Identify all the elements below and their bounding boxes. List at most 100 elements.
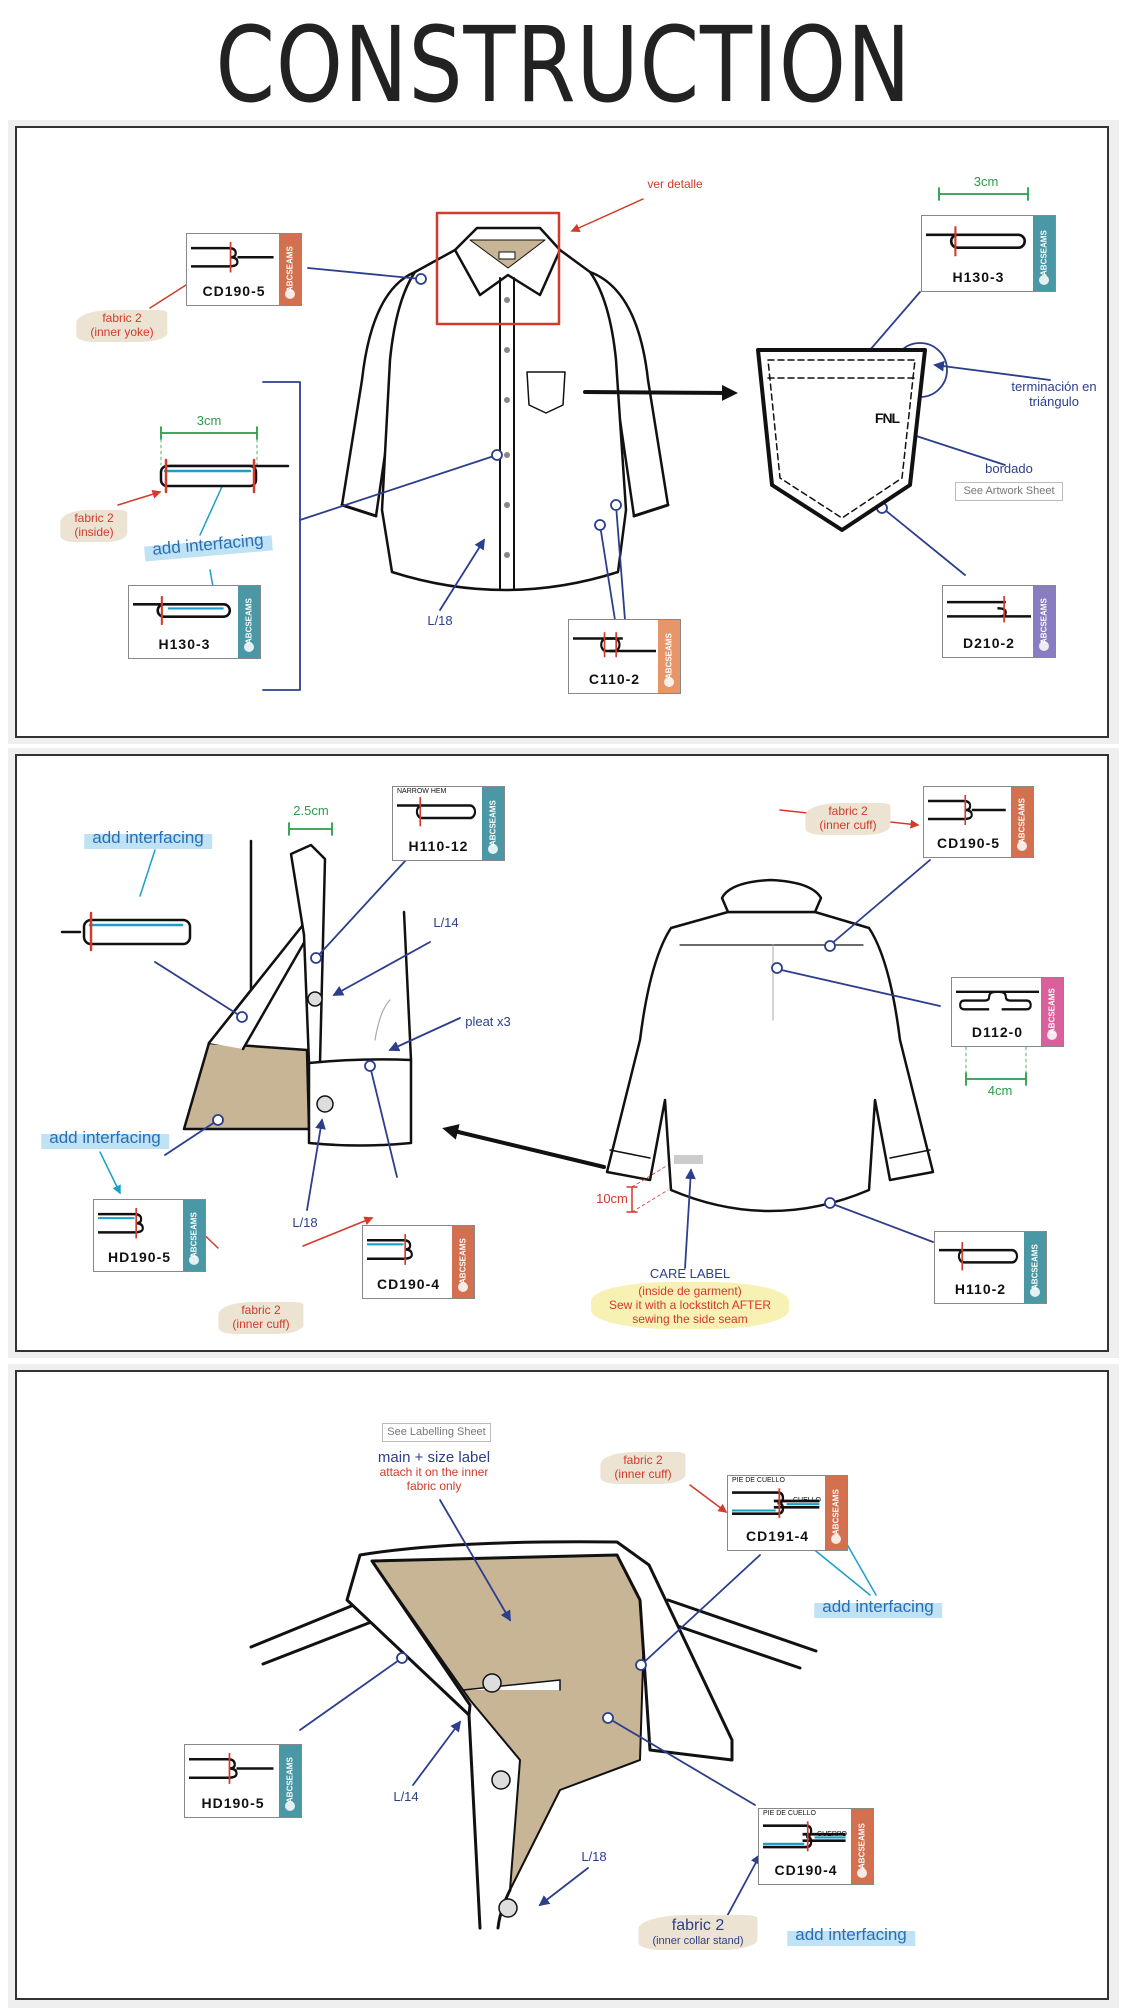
cuff-seam-diagram: [60, 911, 192, 952]
cuff-detail-drawing: [182, 839, 413, 1147]
note-line: fabric 2: [241, 1303, 281, 1317]
brand-strip: ABCSEAMS: [279, 1745, 301, 1817]
brand-label: ABCSEAMS: [1039, 597, 1049, 644]
seam-fell-interfaced-icon: [98, 1208, 144, 1239]
brand-strip: ABCSEAMS: [1041, 978, 1063, 1046]
panel-collar: [15, 1370, 1109, 2000]
care-label-note: CARE LABEL (inside de garment)Sew it wit…: [590, 1266, 790, 1330]
brand-strip: ABCSEAMS: [238, 586, 260, 658]
seam-code: D210-2: [963, 635, 1015, 651]
dimension-label: 3cm: [973, 174, 999, 189]
seam-card: H130-3 ABCSEAMS: [128, 585, 261, 659]
brand-strip: ABCSEAMS: [1033, 586, 1055, 657]
stitch-density-label: L/18: [292, 1215, 318, 1230]
note-line: terminación en: [1011, 379, 1097, 394]
dimension-4cm: [965, 1046, 1027, 1086]
add-interfacing-note: add interfacing: [84, 826, 212, 849]
note-text: add interfacing: [814, 1595, 942, 1618]
brand-label: ABCSEAMS: [285, 1757, 295, 1803]
see-labelling-sheet-link[interactable]: See Labelling Sheet: [382, 1423, 491, 1442]
brand-label: ABCSEAMS: [244, 598, 254, 644]
brand-logo-icon: [1039, 641, 1049, 651]
brand-label: ABCSEAMS: [857, 1822, 867, 1869]
add-interfacing-note: add interfacing: [787, 1923, 915, 1946]
fabric2-inner-collar-stand-note: fabric 2(inner collar stand): [638, 1915, 758, 1951]
brand-label: ABCSEAMS: [189, 1211, 199, 1258]
stitch-density-label: L/14: [433, 915, 459, 930]
note-line: (inner cuff): [232, 1316, 290, 1331]
brand-label: ABCSEAMS: [285, 245, 295, 292]
add-interfacing-note: add interfacing: [814, 1595, 942, 1618]
page-title: CONSTRUCTION: [215, 4, 912, 126]
brand-strip: ABCSEAMS: [851, 1809, 873, 1884]
brand-logo-icon: [244, 642, 254, 652]
seam-hem-icon: [397, 797, 477, 827]
seam-sub-label: CUELLO: [792, 1497, 821, 1505]
seam-fell-icon: [189, 1753, 274, 1784]
note-line: fabric 2: [623, 1453, 663, 1467]
note-line: fabric only: [406, 1479, 462, 1494]
brand-logo-icon: [189, 1255, 199, 1265]
note-line: (inside de garment): [638, 1283, 742, 1298]
dimension-label: 4cm: [987, 1083, 1013, 1098]
seam-code: HD190-5: [201, 1795, 265, 1811]
note-line: (inner collar stand): [652, 1935, 744, 1948]
seam-code: H130-3: [158, 636, 211, 652]
brand-label: ABCSEAMS: [1047, 988, 1057, 1034]
care-label-title: CARE LABEL: [649, 1266, 731, 1281]
brand-strip: ABCSEAMS: [825, 1476, 847, 1550]
seam-fell-icon: [191, 242, 274, 273]
note-line: fabric 2: [671, 1917, 725, 1934]
collar-detail-drawing: [249, 1540, 818, 1930]
seam-hem-interfaced-icon: [133, 596, 232, 625]
brand-label: ABCSEAMS: [1039, 229, 1049, 276]
interfacing-seam-diagram: [159, 458, 290, 494]
seam-code: D112-0: [971, 1024, 1024, 1040]
brand-strip: ABCSEAMS: [482, 787, 504, 860]
note-text: add interfacing: [787, 1923, 915, 1946]
seam-lap-icon: [573, 632, 656, 658]
seam-fell-interfaced-icon: [367, 1234, 413, 1265]
seam-sub-label: CUERPO: [817, 1830, 847, 1838]
note-line: fabric 2: [828, 804, 868, 818]
seam-code: H110-2: [954, 1281, 1007, 1297]
seam-sub-label: PIE DE CUELLO: [763, 1810, 816, 1817]
brand-strip: ABCSEAMS: [183, 1200, 205, 1271]
note-line: Sew it with a lockstitch AFTER: [608, 1297, 772, 1312]
add-interfacing-note: add interfacing: [41, 1126, 169, 1149]
fabric2-inner-cuff-note: fabric 2(inner cuff): [218, 1302, 304, 1334]
dimension-label: 3cm: [196, 413, 222, 428]
brand-strip: ABCSEAMS: [658, 620, 680, 693]
stitch-density-label: L/18: [581, 1849, 607, 1864]
dimension-label: 10cm: [596, 1191, 628, 1206]
brand-label: ABCSEAMS: [831, 1489, 841, 1535]
brand-label: ABCSEAMS: [1017, 798, 1027, 844]
ver-detalle-note: ver detalle: [647, 177, 703, 191]
note-line: fabric 2: [74, 511, 114, 525]
seam-fell-icon: [928, 795, 1006, 825]
seam-collar-icon: [732, 1488, 820, 1518]
note-line: (inner cuff): [819, 817, 877, 832]
note-line: (inner yoke): [90, 324, 154, 339]
seam-card: D210-2 ABCSEAMS: [942, 585, 1056, 658]
brand-logo-icon: [1039, 275, 1049, 285]
brand-strip: ABCSEAMS: [452, 1226, 474, 1298]
dimension-3cm-left: [160, 426, 258, 466]
care-label-instructions: (inside de garment)Sew it with a locksti…: [590, 1281, 790, 1330]
fabric2-inner-yoke-note: fabric 2(inner yoke): [76, 310, 168, 342]
seam-card: HD190-5 ABCSEAMS: [184, 1744, 302, 1818]
dimension-10cm: [626, 1164, 669, 1213]
brand-logo-icon: [488, 844, 498, 854]
note-title: main + size label: [377, 1449, 491, 1466]
brand-label: ABCSEAMS: [664, 632, 674, 679]
seam-collar-icon: [763, 1821, 846, 1852]
see-artwork-sheet-link[interactable]: See Artwork Sheet: [955, 482, 1063, 501]
brand-strip: ABCSEAMS: [279, 234, 301, 305]
